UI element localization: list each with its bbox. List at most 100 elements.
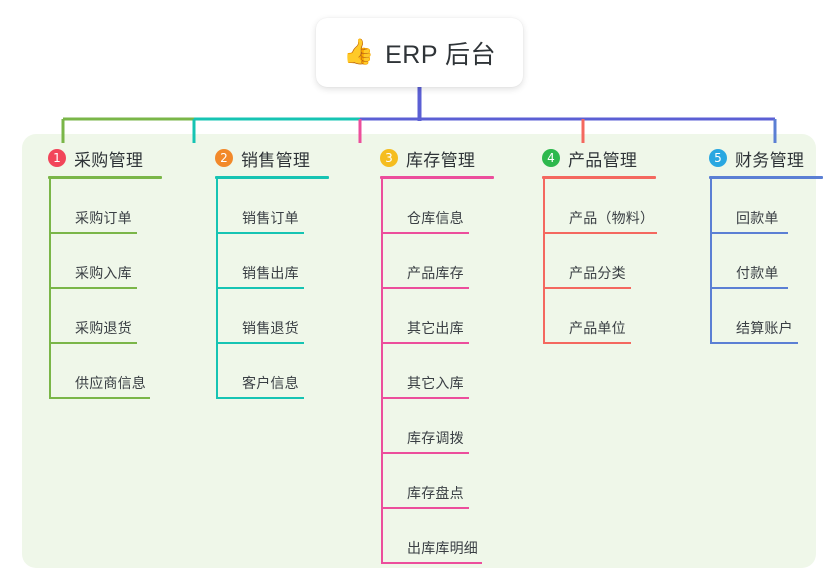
sub-item[interactable]: 产品（物料）: [530, 179, 680, 234]
sub-item-rule: [710, 232, 788, 234]
column-3: 3 库存管理仓库信息产品库存其它出库其它入库库存调拨库存盘点出库库明细: [368, 145, 518, 564]
sub-item[interactable]: 出库库明细: [368, 509, 518, 564]
sub-item-label: 仓库信息: [407, 210, 464, 226]
sub-item-rule: [49, 232, 137, 234]
column-header-3[interactable]: 3 库存管理: [368, 145, 518, 171]
column-title-2: 销售管理: [241, 150, 311, 170]
sub-item-rule: [216, 397, 304, 399]
sub-item-list-1: 采购订单采购入库采购退货供应商信息: [36, 179, 186, 399]
sub-item-label: 回款单: [736, 210, 779, 226]
sub-item-label: 销售退货: [242, 320, 299, 336]
column-badge-3: 3: [380, 149, 398, 167]
sub-item-rule: [381, 452, 469, 454]
sub-item[interactable]: 采购退货: [36, 289, 186, 344]
sub-item-label: 采购订单: [75, 210, 132, 226]
root-node-title: ERP 后台: [385, 40, 497, 69]
sub-item-label: 结算账户: [736, 320, 793, 336]
sub-item[interactable]: 回款单: [697, 179, 839, 234]
sub-item-label: 付款单: [736, 265, 779, 281]
sub-item[interactable]: 销售退货: [203, 289, 353, 344]
sub-item[interactable]: 销售出库: [203, 234, 353, 289]
column-title-5: 财务管理: [735, 150, 805, 170]
sub-item-rule: [216, 232, 304, 234]
sub-item-label: 产品单位: [569, 320, 626, 336]
column-1: 1 采购管理采购订单采购入库采购退货供应商信息: [36, 145, 186, 399]
sub-item[interactable]: 其它出库: [368, 289, 518, 344]
sub-item-list-5: 回款单付款单结算账户: [697, 179, 839, 344]
sub-item[interactable]: 付款单: [697, 234, 839, 289]
sub-item[interactable]: 销售订单: [203, 179, 353, 234]
root-node[interactable]: 👍 ERP 后台: [316, 18, 523, 87]
sub-item-label: 其它入库: [407, 375, 464, 391]
sub-item-label: 产品库存: [407, 265, 464, 281]
column-header-2[interactable]: 2 销售管理: [203, 145, 353, 171]
sub-item-label: 库存调拨: [407, 430, 464, 446]
sub-item[interactable]: 供应商信息: [36, 344, 186, 399]
content-panel: [22, 134, 816, 568]
sub-item[interactable]: 结算账户: [697, 289, 839, 344]
column-rule-1: [48, 176, 162, 179]
column-title-1: 采购管理: [74, 150, 144, 170]
sub-item[interactable]: 产品分类: [530, 234, 680, 289]
sub-item-label: 产品分类: [569, 265, 626, 281]
sub-item-label: 产品（物料）: [569, 210, 655, 226]
trunk-line-5: [710, 179, 712, 344]
sub-item-list-4: 产品（物料） 产品分类产品单位: [530, 179, 680, 344]
column-badge-4: 4: [542, 149, 560, 167]
sub-item[interactable]: 其它入库: [368, 344, 518, 399]
column-badge-1: 1: [48, 149, 66, 167]
column-5: 5 财务管理回款单付款单结算账户: [697, 145, 839, 344]
sub-item-rule: [216, 287, 304, 289]
root-node-content: 👍 ERP 后台: [343, 35, 496, 71]
sub-item-rule: [381, 507, 469, 509]
sub-item-rule: [381, 397, 469, 399]
sub-item[interactable]: 客户信息: [203, 344, 353, 399]
column-badge-2: 2: [215, 149, 233, 167]
trunk-line-1: [49, 179, 51, 399]
thumbs-up-icon: 👍: [342, 38, 375, 66]
sub-item-rule: [543, 342, 631, 344]
sub-item-rule: [381, 232, 469, 234]
column-title-4: 产品管理: [568, 150, 638, 170]
sub-item-rule: [381, 287, 469, 289]
sub-item[interactable]: 产品库存: [368, 234, 518, 289]
sub-item-label: 出库库明细: [407, 540, 478, 556]
sub-item-list-2: 销售订单销售出库销售退货客户信息: [203, 179, 353, 399]
sub-item[interactable]: 库存盘点: [368, 454, 518, 509]
sub-item-label: 客户信息: [242, 375, 299, 391]
sub-item-rule: [710, 342, 798, 344]
column-header-1[interactable]: 1 采购管理: [36, 145, 186, 171]
column-rule-5: [709, 176, 823, 179]
sub-item-rule: [216, 342, 304, 344]
sub-item-label: 销售出库: [242, 265, 299, 281]
sub-item-label: 采购入库: [75, 265, 132, 281]
column-header-5[interactable]: 5 财务管理: [697, 145, 839, 171]
sub-item-rule: [710, 287, 788, 289]
trunk-line-4: [543, 179, 545, 344]
sub-item[interactable]: 仓库信息: [368, 179, 518, 234]
trunk-line-3: [381, 179, 383, 564]
column-2: 2 销售管理销售订单销售出库销售退货客户信息: [203, 145, 353, 399]
trunk-line-2: [216, 179, 218, 399]
sub-item-label: 供应商信息: [75, 375, 146, 391]
sub-item[interactable]: 库存调拨: [368, 399, 518, 454]
column-rule-3: [380, 176, 494, 179]
sub-item-label: 销售订单: [242, 210, 299, 226]
column-header-4[interactable]: 4 产品管理: [530, 145, 680, 171]
column-title-3: 库存管理: [406, 150, 476, 170]
sub-item-label: 其它出库: [407, 320, 464, 336]
sub-item-rule: [381, 562, 482, 564]
column-badge-5: 5: [709, 149, 727, 167]
sub-item-rule: [543, 287, 631, 289]
column-4: 4 产品管理产品（物料） 产品分类产品单位: [530, 145, 680, 344]
sub-item-rule: [49, 342, 137, 344]
sub-item[interactable]: 采购订单: [36, 179, 186, 234]
sub-item[interactable]: 采购入库: [36, 234, 186, 289]
sub-item-rule: [49, 287, 137, 289]
sub-item-rule: [543, 232, 657, 234]
sub-item[interactable]: 产品单位: [530, 289, 680, 344]
sub-item-label: 库存盘点: [407, 485, 464, 501]
sub-item-label: 采购退货: [75, 320, 132, 336]
sub-item-list-3: 仓库信息产品库存其它出库其它入库库存调拨库存盘点出库库明细: [368, 179, 518, 564]
